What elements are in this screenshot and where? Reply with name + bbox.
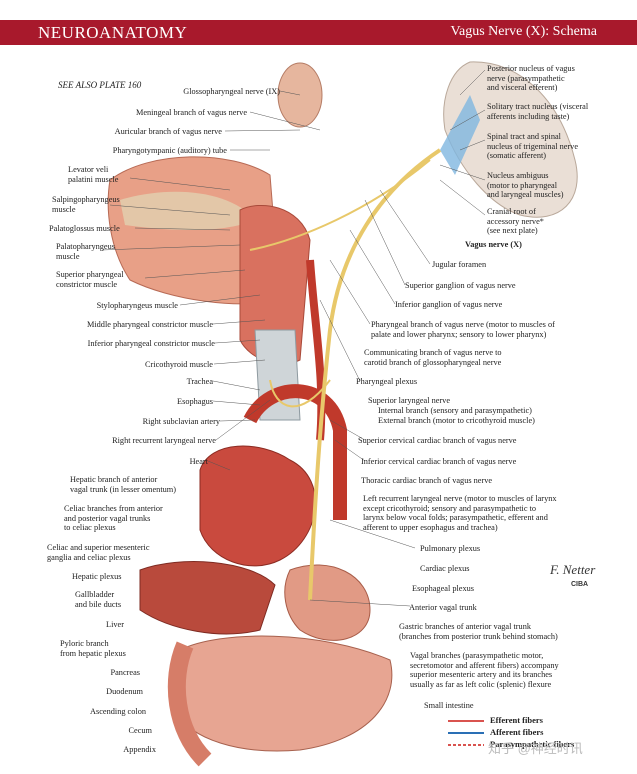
label-pharyngotympanic-tube: Pharyngotympanic (auditory) tube bbox=[112, 146, 227, 155]
label-hepatic-plexus: Hepatic plexus bbox=[72, 572, 122, 581]
vagus-branch bbox=[249, 159, 431, 251]
label-superior-constrictor: Superior pharyngeal constrictor muscle bbox=[56, 270, 124, 289]
label-celiac-branches: Celiac branches from anterior and poster… bbox=[64, 504, 163, 532]
label-duodenum: Duodenum bbox=[106, 687, 143, 696]
label-inferior-cervical-cardiac: Inferior cervical cardiac branch of vagu… bbox=[361, 457, 517, 466]
label-solitary-tract: Solitary tract nucleus (visceral afferen… bbox=[487, 102, 589, 121]
label-cranial-root: Cranial root of accessory nerve* (see ne… bbox=[487, 207, 544, 235]
label-pharyngeal-branch: Pharyngeal branch of vagus nerve (motor … bbox=[371, 320, 555, 339]
label-superior-laryngeal: Superior laryngeal nerve bbox=[368, 396, 451, 405]
aortic-arch bbox=[243, 384, 347, 520]
label-levator-veli: Levator veli palatini muscle bbox=[68, 165, 119, 184]
label-liver: Liver bbox=[106, 620, 124, 629]
legend-label-afferent: Afferent fibers bbox=[490, 727, 544, 737]
label-communicating-branch: Communicating branch of vagus nerve to c… bbox=[364, 348, 502, 367]
label-superior-cervical-cardiac: Superior cervical cardiac branch of vagu… bbox=[358, 436, 517, 445]
label-appendix: Appendix bbox=[123, 745, 156, 754]
left-leaders bbox=[101, 90, 321, 471]
stomach bbox=[284, 564, 371, 641]
label-cricothyroid: Cricothyroid muscle bbox=[145, 360, 213, 369]
label-ascending-colon: Ascending colon bbox=[90, 707, 146, 716]
label-palatopharyngeus: Palatopharyngeus muscle bbox=[56, 242, 115, 261]
label-pancreas: Pancreas bbox=[110, 668, 141, 677]
label-external-branch: External branch (motor to cricothyroid m… bbox=[378, 416, 535, 425]
label-pulmonary-plexus: Pulmonary plexus bbox=[420, 544, 481, 553]
brainstem bbox=[443, 61, 578, 218]
watermark: 知乎 @神经时讯 bbox=[488, 741, 583, 756]
publisher-mark: CIBA bbox=[571, 581, 589, 588]
see-also-note: SEE ALSO PLATE 160 bbox=[58, 80, 142, 90]
ascending-colon bbox=[167, 641, 212, 767]
vagus-trunk bbox=[308, 148, 442, 601]
label-hepatic-branch: Hepatic branch of anterior vagal trunk (… bbox=[70, 475, 176, 494]
label-posterior-nucleus: Posterior nucleus of vagus nerve (parasy… bbox=[487, 64, 575, 92]
nuclei bbox=[440, 95, 480, 175]
plate-header: NEUROANATOMY Vagus Nerve (X): Schema bbox=[0, 20, 637, 45]
carotid bbox=[306, 259, 326, 441]
label-celiac-ganglia: Celiac and superior mesenteric ganglia a… bbox=[47, 543, 150, 562]
label-meningeal-branch: Meningeal branch of vagus nerve bbox=[135, 108, 247, 117]
label-cecum: Cecum bbox=[128, 726, 152, 735]
label-salpingopharyngeus: Salpingopharyngeus muscle bbox=[52, 195, 120, 214]
label-jugular-foramen: Jugular foramen bbox=[432, 260, 487, 269]
label-right-subclavian: Right subclavian artery bbox=[142, 417, 220, 426]
label-gallbladder: Gallbladder and bile ducts bbox=[75, 590, 122, 609]
label-superior-ganglion: Superior ganglion of vagus nerve bbox=[405, 281, 516, 290]
label-vagal-branches: Vagal branches (parasympathetic motor, s… bbox=[410, 651, 559, 689]
label-left-recurrent: Left recurrent laryngeal nerve (motor to… bbox=[363, 494, 557, 532]
label-inferior-ganglion: Inferior ganglion of vagus nerve bbox=[395, 300, 503, 309]
label-middle-constrictor: Middle pharyngeal constrictor muscle bbox=[86, 320, 213, 329]
label-heart: Heart bbox=[189, 457, 208, 466]
label-inferior-constrictor: Inferior pharyngeal constrictor muscle bbox=[87, 339, 215, 348]
intestines bbox=[174, 635, 393, 752]
label-gastric-branches: Gastric branches of anterior vagal trunk… bbox=[399, 622, 558, 641]
plate-title: Vagus Nerve (X): Schema bbox=[450, 24, 597, 39]
legend-label-parasympathetic: Parasympathetic fibers bbox=[490, 739, 575, 749]
label-thoracic-cardiac: Thoracic cardiac branch of vagus nerve bbox=[361, 476, 493, 485]
label-stylopharyngeus: Stylopharyngeus muscle bbox=[96, 301, 178, 310]
heart bbox=[199, 445, 316, 567]
legend-label-efferent: Efferent fibers bbox=[490, 715, 543, 725]
label-palatoglossus: Palatoglossus muscle bbox=[49, 224, 120, 233]
label-cardiac-plexus: Cardiac plexus bbox=[420, 564, 470, 573]
tongue bbox=[120, 191, 255, 230]
right-leaders bbox=[309, 69, 486, 607]
label-vagus-nerve: Vagus nerve (X) bbox=[465, 240, 522, 249]
pharynx bbox=[239, 204, 311, 365]
label-auricular-branch: Auricular branch of vagus nerve bbox=[114, 127, 222, 136]
label-internal-branch: Internal branch (sensory and parasympath… bbox=[378, 406, 532, 415]
label-glossopharyngeal: Glossopharyngeal nerve (IX) bbox=[183, 87, 280, 96]
legend-line-parasympathetic bbox=[448, 744, 484, 746]
legend-line-efferent bbox=[448, 720, 484, 722]
label-right-recurrent: Right recurrent laryngeal nerve bbox=[112, 436, 216, 445]
liver bbox=[139, 561, 276, 635]
label-nucleus-ambiguus: Nucleus ambiguus (motor to pharyngeal an… bbox=[487, 171, 564, 199]
label-trachea: Trachea bbox=[186, 377, 213, 386]
label-spinal-tract: Spinal tract and spinal nucleus of trige… bbox=[487, 132, 579, 160]
label-pyloric-branch: Pyloric branch from hepatic plexus bbox=[60, 639, 126, 658]
artist-signature: F. Netter bbox=[550, 562, 596, 577]
label-anterior-vagal-trunk: Anterior vagal trunk bbox=[409, 603, 477, 612]
label-esophagus: Esophagus bbox=[177, 397, 213, 406]
label-esophageal-plexus: Esophageal plexus bbox=[412, 584, 474, 593]
recurrent-branch bbox=[269, 379, 331, 408]
label-pharyngeal-plexus: Pharyngeal plexus bbox=[356, 377, 418, 386]
legend-line-afferent bbox=[448, 732, 484, 734]
section-title: NEUROANATOMY bbox=[38, 23, 188, 42]
label-small-intestine: Small intestine bbox=[424, 701, 474, 710]
